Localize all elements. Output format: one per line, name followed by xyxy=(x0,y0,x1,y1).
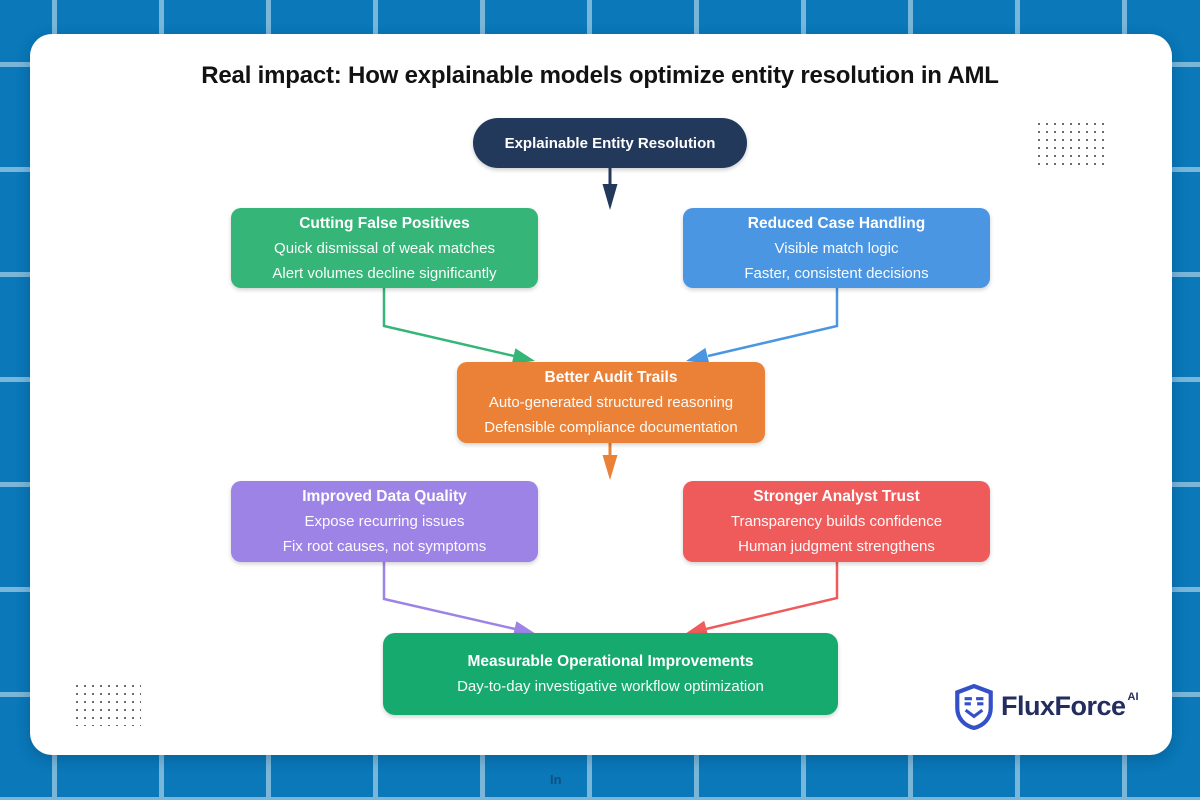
node-title: Cutting False Positives xyxy=(299,214,470,232)
node-line: Human judgment strengthens xyxy=(738,538,935,555)
node-line: Transparency builds confidence xyxy=(730,513,943,530)
fluxforce-logo: FluxForce AI xyxy=(955,684,1139,730)
node-line: Visible match logic xyxy=(774,239,899,257)
shield-icon xyxy=(955,684,993,730)
root-node-label: Explainable Entity Resolution xyxy=(504,134,716,152)
logo-wordmark: FluxForce xyxy=(1001,691,1126,721)
node-line: Alert volumes decline significantly xyxy=(272,264,497,282)
root-node-explainable-entity-resolution: Explainable Entity Resolution xyxy=(473,118,747,168)
node-line: Fix root causes, not symptoms xyxy=(282,538,487,555)
node-stronger-analyst-trust: Stronger Analyst Trust Transparency buil… xyxy=(683,481,990,562)
dot-pattern-top-right xyxy=(1035,120,1109,166)
node-title: Improved Data Quality xyxy=(302,488,467,505)
node-line: Quick dismissal of weak matches xyxy=(274,239,495,257)
logo-ai-suffix: AI xyxy=(1127,691,1139,703)
node-line: Expose recurring issues xyxy=(304,513,465,530)
watermark-in: In xyxy=(550,772,562,787)
node-cutting-false-positives: Cutting False Positives Quick dismissal … xyxy=(231,208,538,288)
node-measurable-operational-improvements: Measurable Operational Improvements Day-… xyxy=(383,633,838,715)
node-line: Defensible compliance documentation xyxy=(484,419,738,436)
node-title: Measurable Operational Improvements xyxy=(467,653,754,670)
node-reduced-case-handling: Reduced Case Handling Visible match logi… xyxy=(683,208,990,288)
node-title: Better Audit Trails xyxy=(544,369,678,386)
node-better-audit-trails: Better Audit Trails Auto-generated struc… xyxy=(457,362,765,443)
node-title: Reduced Case Handling xyxy=(747,214,926,232)
node-line: Faster, consistent decisions xyxy=(744,264,929,282)
node-line: Day-to-day investigative workflow optimi… xyxy=(457,678,764,695)
node-improved-data-quality: Improved Data Quality Expose recurring i… xyxy=(231,481,538,562)
node-title: Stronger Analyst Trust xyxy=(753,488,920,505)
dot-pattern-bottom-left xyxy=(73,682,141,726)
page-title: Real impact: How explainable models opti… xyxy=(201,62,999,89)
node-line: Auto-generated structured reasoning xyxy=(488,394,734,411)
